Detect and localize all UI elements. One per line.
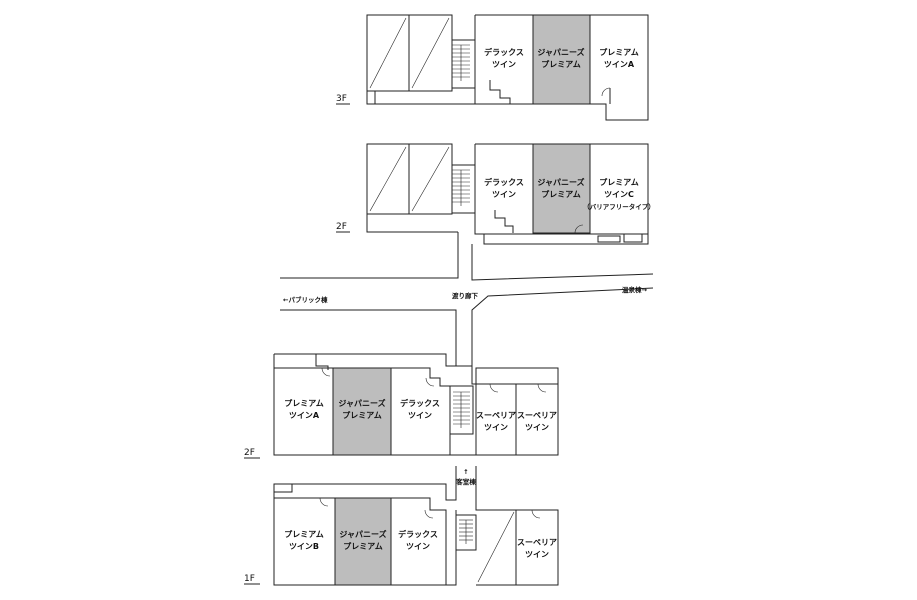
stair-2f-south <box>449 385 474 435</box>
room-label-line1: ジャパニーズ <box>537 177 584 187</box>
void-diagonal <box>369 17 407 89</box>
building-a-3f-right <box>474 14 649 121</box>
room-label-line2: プレミアム <box>342 410 381 420</box>
top-corridor <box>274 353 476 385</box>
top-corridor <box>292 466 457 501</box>
door-arc <box>489 383 499 393</box>
stair-treads <box>452 169 470 206</box>
deluxe-room-wall <box>391 497 447 585</box>
building-b-2f-outline <box>273 354 559 456</box>
entry-step <box>494 210 514 233</box>
guest-wing-label: 客室棟 <box>455 477 476 486</box>
room-label-line1: ジャパニーズ <box>339 529 386 539</box>
room-label-line2: ツイン <box>492 60 516 69</box>
room-label-line2: ツインC <box>604 190 634 199</box>
japanese-premium-room-1f <box>334 497 392 586</box>
room-label-line3: （バリアフリータイプ） <box>583 202 655 211</box>
room-label-line2: プレミアム <box>541 189 580 199</box>
lower-corridor-left <box>366 91 475 105</box>
building-a-3f: デラックス ツイン ジャパニーズ プレミアム プレミアム ツインA 3F <box>336 14 649 121</box>
void-diagonal <box>411 146 450 212</box>
door-arc <box>321 367 331 377</box>
room-label-line1: プレミアム <box>284 529 323 539</box>
door-arc <box>425 377 435 387</box>
room-label-line2: ツイン <box>525 423 549 432</box>
corridor-wall-bottom-left <box>280 309 457 366</box>
stair-treads <box>453 391 470 428</box>
room-label-line2: プレミアム <box>541 59 580 69</box>
room-label-line1: プレミアム <box>599 177 638 187</box>
door-arc <box>424 509 434 519</box>
room-label-line2: ツイン <box>406 542 430 551</box>
japanese-premium-room-2f <box>532 143 591 234</box>
stair-treads <box>459 519 473 544</box>
room-label-line1: デラックス <box>484 177 524 187</box>
room-label-line1: プレミアム <box>599 47 638 57</box>
stair-1f <box>455 514 477 551</box>
lower-corridor-right <box>483 234 649 245</box>
room-label-line1: ジャパニーズ <box>537 47 584 57</box>
room-label-line2: ツインB <box>289 542 319 551</box>
void-diagonal <box>477 511 515 583</box>
japanese-premium-room-3f <box>532 14 591 105</box>
door-arc <box>319 497 329 507</box>
room-label-line2: ツイン <box>408 411 432 420</box>
corridor-wall-top-right <box>471 244 654 281</box>
room-label-line1: スーペリア <box>517 538 557 547</box>
japanese-premium-room-2f-south <box>332 367 392 456</box>
floor-label: 2F <box>244 448 255 458</box>
corridor-wall-bottom-right <box>471 287 654 367</box>
void-diagonal <box>369 146 407 212</box>
room-label-line1: デラックス <box>400 398 440 408</box>
public-wing-label: ←パブリック棟 <box>283 295 328 304</box>
room-label-line1: デラックス <box>484 47 524 57</box>
room-label-line2: ツインA <box>289 411 320 420</box>
room-label-line1: デラックス <box>398 529 438 539</box>
ramp-landing <box>623 233 643 243</box>
floor-label: 2F <box>336 222 347 232</box>
onsen-wing-label: 温泉棟→ <box>622 285 648 294</box>
entry-step <box>489 80 511 104</box>
corridor-label: 渡り廊下 <box>452 291 479 300</box>
door-arc <box>574 224 584 234</box>
building-a-2f: デラックス ツイン ジャパニーズ プレミアム プレミアム ツインC （バリアフリ… <box>336 143 655 245</box>
void-diagonal <box>411 17 450 89</box>
entry-porch <box>273 483 293 493</box>
guest-wing-arrow: ↑ <box>463 468 468 476</box>
stair-treads <box>452 44 470 81</box>
building-b-1f: ↑ 客室棟 プレミアム ツインB ジャパニーズ プレミアム デラックス ツイン … <box>244 466 559 586</box>
stair-3f <box>451 39 476 89</box>
ramp <box>597 235 621 243</box>
door-arc <box>601 87 611 97</box>
room-label-line1: スーペリア <box>476 411 516 420</box>
room-label-line2: ツイン <box>525 550 549 559</box>
room-label-line2: ツインA <box>604 60 635 69</box>
superior-outline <box>475 466 559 586</box>
room-label-line1: プレミアム <box>284 398 323 408</box>
corridor-wall-top-left <box>280 232 459 279</box>
room-label-line1: スーペリア <box>517 411 557 420</box>
stair-2f <box>451 164 476 214</box>
floor-label: 3F <box>336 94 347 104</box>
door-arc <box>537 383 547 393</box>
building-b-2f: プレミアム ツインA ジャパニーズ プレミアム デラックス ツイン スーペリア … <box>244 353 559 459</box>
door-arc <box>531 509 541 519</box>
floor-label: 1F <box>244 574 255 584</box>
room-label-line2: プレミアム <box>343 541 382 551</box>
room-label-line1: ジャパニーズ <box>338 398 385 408</box>
room-label-line2: ツイン <box>492 190 516 199</box>
corridor: 渡り廊下 ←パブリック棟 温泉棟→ <box>280 232 654 367</box>
lower-corridor-left <box>366 214 458 233</box>
room-label-line2: ツイン <box>484 423 508 432</box>
